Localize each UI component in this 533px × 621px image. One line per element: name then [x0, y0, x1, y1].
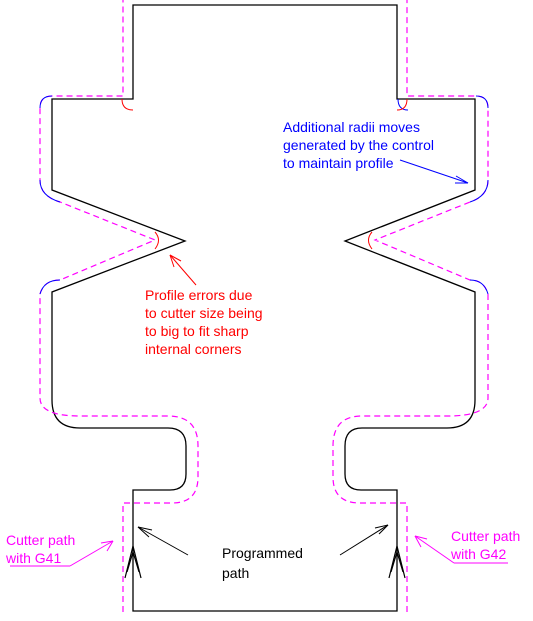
cutter-path-arrows: [10, 535, 508, 567]
profile-errors-label: Profile errors due to cutter size being …: [145, 287, 266, 357]
cutter-path-g42-label: Cutter path with G42: [450, 528, 524, 562]
programmed-path-label: Programmed path: [222, 545, 307, 581]
programmed-path-arrows: [137, 524, 389, 556]
cutter-path-g41-label: Cutter path with G41: [5, 532, 79, 566]
additional-radii-label: Additional radii moves generated by the …: [283, 119, 438, 171]
radii-arrow: [399, 159, 469, 184]
error-arrow: [169, 254, 197, 286]
radius-arc: [469, 179, 489, 203]
error-arc: [396, 98, 408, 111]
radius-arc: [475, 95, 489, 109]
error-arc: [154, 231, 159, 250]
radius-arc: [469, 279, 489, 295]
radius-arc: [397, 98, 409, 111]
error-arc: [121, 98, 134, 111]
programmed-path-outline: [51, 4, 476, 612]
radius-arc: [39, 279, 61, 295]
radius-arc: [39, 95, 53, 109]
direction-chevrons: [124, 545, 406, 579]
additional-radii-arcs: [39, 95, 489, 295]
profile-error-marks: [121, 98, 408, 250]
radius-arc: [39, 179, 61, 203]
cutter-path-g42: [332, 0, 489, 612]
error-arc: [368, 231, 373, 250]
